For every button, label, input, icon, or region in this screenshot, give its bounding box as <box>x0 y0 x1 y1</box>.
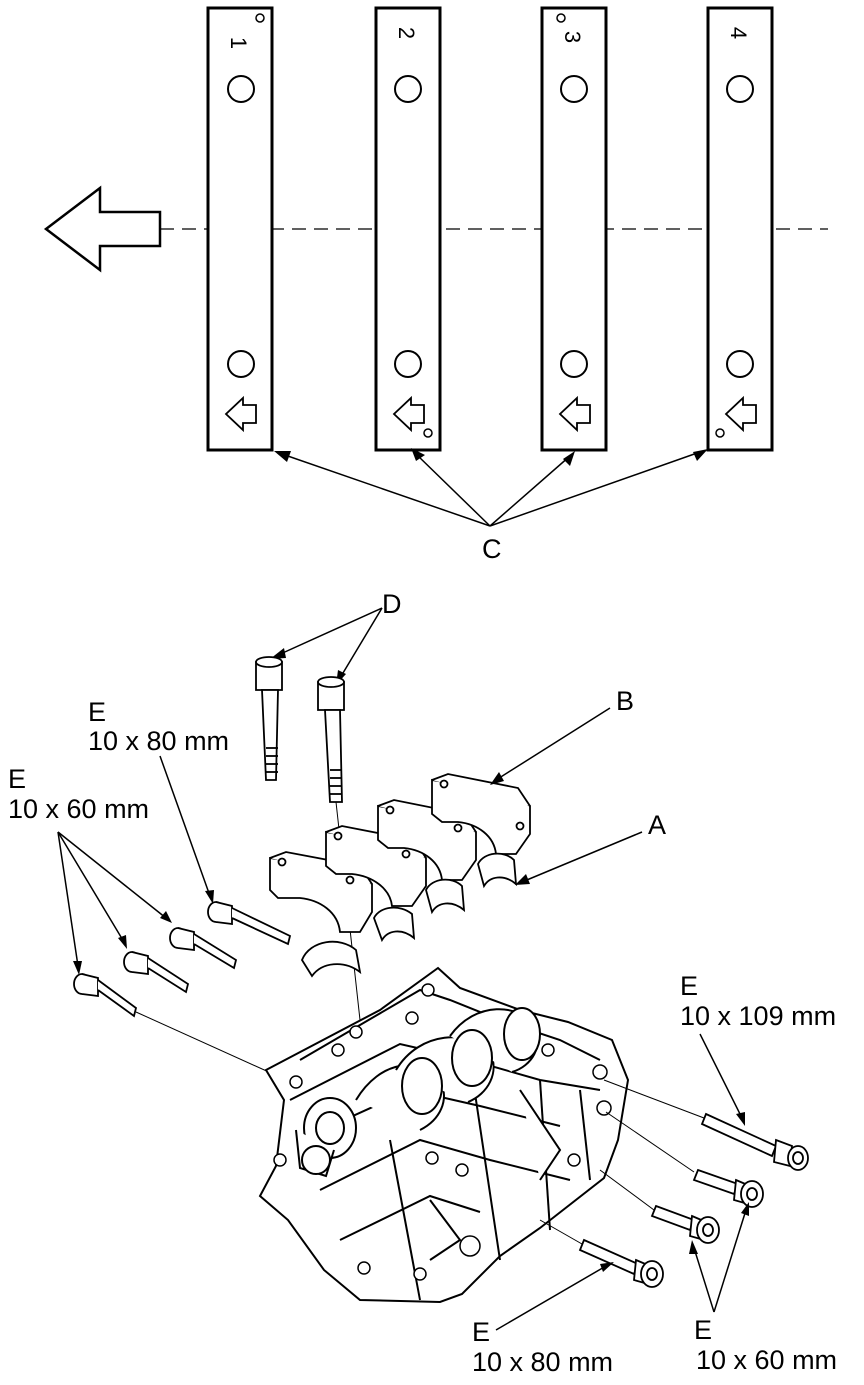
callout-e-left-80-size: 10 x 80 mm <box>88 726 230 756</box>
cap-number: 1 <box>226 36 252 50</box>
callout-d: D <box>382 589 402 619</box>
cap-number: 2 <box>394 26 420 40</box>
id-dot <box>556 13 566 23</box>
side-bolt <box>692 1168 764 1208</box>
cap-plate-2 <box>374 6 442 452</box>
cap-number: 3 <box>560 30 586 44</box>
callout-e-left-60-size: 10 x 60 mm <box>8 794 150 824</box>
id-dot <box>255 13 265 23</box>
bearing-shell-row <box>300 852 518 978</box>
leader-e-bottom-80 <box>495 1265 607 1331</box>
leader-b <box>495 707 611 781</box>
cap-plate-3 <box>540 6 608 452</box>
bolt-hole <box>394 350 422 378</box>
callout-e-bottom-80-size: 10 x 80 mm <box>472 1347 614 1377</box>
leader-e-right-109 <box>699 1033 743 1119</box>
callout-e-left-60-letter: E <box>8 764 27 794</box>
id-dot <box>423 428 433 438</box>
side-bolt <box>578 1238 664 1288</box>
side-bolt <box>700 1112 809 1171</box>
cap-arrow-icon <box>724 395 757 433</box>
bearing-cap-row <box>269 773 531 933</box>
callout-e-bottom-80-letter: E <box>472 1317 491 1347</box>
leader-e-bottom-60 <box>693 1209 747 1313</box>
side-bolt <box>207 901 292 946</box>
bolt-hole <box>560 75 588 103</box>
callout-e-left-80-letter: E <box>88 697 107 727</box>
crankshaft <box>295 1007 541 1178</box>
leader-d <box>275 607 383 679</box>
cap-arrow-icon <box>558 395 591 433</box>
bolt-hole <box>227 75 255 103</box>
callout-e-right-109-size: 10 x 109 mm <box>680 1001 837 1031</box>
side-bolt <box>650 1204 720 1244</box>
side-bolt <box>169 927 238 970</box>
bolt-alignment-lines <box>539 1079 705 1245</box>
cap-arrow-icon <box>392 395 425 433</box>
side-bolt <box>73 973 138 1018</box>
callout-c: C <box>482 534 502 564</box>
side-bolt <box>123 951 190 994</box>
bolt-hole <box>227 350 255 378</box>
leader-e-left-80 <box>159 755 211 897</box>
cap-plate-4 <box>706 6 774 452</box>
leader-c <box>281 451 701 527</box>
cap-bolt-d <box>255 656 283 781</box>
leader-a <box>521 831 643 883</box>
front-direction-arrow <box>43 185 162 273</box>
cap-arrow-icon <box>224 395 257 433</box>
bolt-hole <box>726 350 754 378</box>
cap-bolt-d <box>317 676 345 803</box>
callout-e-right-109-letter: E <box>680 971 699 1001</box>
id-dot <box>715 428 725 438</box>
bolt-hole <box>394 75 422 103</box>
callout-e-bottom-60-letter: E <box>694 1315 713 1345</box>
callout-a: A <box>648 810 667 840</box>
bolt-hole <box>560 350 588 378</box>
bolt-hole <box>726 75 754 103</box>
cap-number: 4 <box>726 26 752 40</box>
leader-e-left-60 <box>57 831 167 967</box>
callout-e-bottom-60-size: 10 x 60 mm <box>696 1345 838 1375</box>
callout-b: B <box>616 686 635 716</box>
block-bolt-holes <box>273 983 612 1281</box>
cap-plate-1 <box>206 6 274 452</box>
